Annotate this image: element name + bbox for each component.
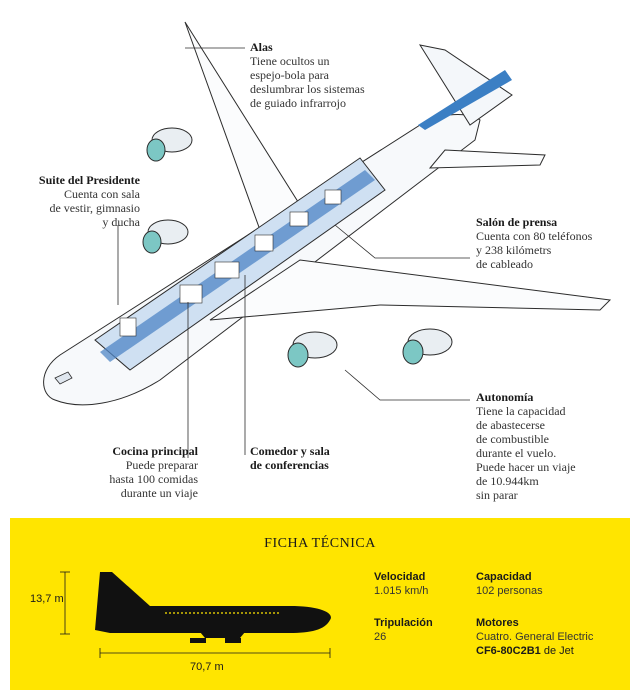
callout-cocina-title: Cocina principal	[112, 444, 198, 458]
callout-suite-title: Suite del Presidente	[38, 173, 140, 187]
callout-salon: Salón de prensa Cuenta con 80 teléfonos …	[476, 215, 592, 271]
plane-silhouette-icon	[60, 571, 331, 658]
tail-fin	[418, 44, 513, 126]
callout-autonomia: Autonomía Tiene la capacidad de abastece…	[476, 390, 576, 502]
callout-comedor: Comedor y sala de conferencias	[250, 444, 330, 472]
engine-1	[146, 127, 193, 162]
spec-tripulacion-label: Tripulación	[374, 617, 433, 629]
spec-motores-label: Motores	[476, 617, 519, 629]
spec-motores-model-bold: CF6-80C2B1	[476, 645, 541, 657]
technical-sheet-title: FICHA TÉCNICA	[264, 536, 376, 551]
airplane-cutaway-diagram	[43, 21, 612, 458]
cabin-rooms	[119, 189, 342, 337]
spec-motores: Motores Cuatro. General Electric CF6-80C…	[476, 616, 593, 658]
callout-autonomia-text: Tiene la capacidad de abastecerse de com…	[476, 404, 576, 502]
callout-cocina-text: Puede preparar hasta 100 comidas durante…	[109, 458, 198, 500]
callout-comedor-title: Comedor y sala de conferencias	[250, 444, 330, 472]
horizontal-stabilizer	[428, 149, 546, 169]
engines	[142, 127, 453, 368]
spec-capacidad-value: 102 personas	[476, 585, 543, 597]
callout-alas-title: Alas	[250, 40, 273, 54]
spec-velocidad-label: Velocidad	[374, 571, 426, 583]
callout-salon-text: Cuenta con 80 teléfonos y 238 kilómetrs …	[476, 229, 593, 271]
cockpit-window	[54, 371, 73, 385]
engine-4	[402, 328, 453, 365]
spec-velocidad: Velocidad 1.015 km/h	[374, 570, 428, 598]
engine-3	[287, 331, 338, 368]
spec-velocidad-value: 1.015 km/h	[374, 585, 429, 597]
technical-sheet-panel: FICHA TÉCNICA 13,7 m 70,7 m Velocidad 1.…	[10, 518, 630, 690]
spec-motores-model-rest: de Jet	[540, 645, 574, 657]
spec-capacidad: Capacidad 102 personas	[476, 570, 543, 598]
callout-suite-text: Cuenta con sala de vestir, gimnasio y du…	[49, 187, 140, 229]
plane-silhouette	[95, 572, 331, 633]
tail-fin-stripe	[418, 70, 512, 130]
callout-salon-title: Salón de prensa	[476, 215, 558, 229]
spec-tripulacion: Tripulación 26	[374, 616, 433, 644]
leader-lines	[117, 47, 470, 458]
spec-capacidad-label: Capacidad	[476, 571, 532, 583]
spec-tripulacion-value: 26	[374, 631, 387, 643]
callout-alas-text: Tiene ocultos un espejo-bola para deslum…	[250, 54, 365, 110]
lower-wing	[209, 259, 612, 321]
height-label: 13,7 m	[30, 593, 64, 605]
engine-2	[142, 219, 189, 254]
callout-alas: Alas Tiene ocultos un espejo-bola para d…	[250, 40, 365, 110]
length-label: 70,7 m	[190, 661, 224, 673]
spec-motores-model: CF6-80C2B1 de Jet	[476, 644, 593, 658]
spec-motores-value: Cuatro. General Electric	[476, 631, 594, 643]
callout-suite: Suite del Presidente Cuenta con sala de …	[10, 173, 140, 229]
callout-autonomia-title: Autonomía	[476, 390, 534, 404]
callout-cocina: Cocina principal Puede preparar hasta 10…	[60, 444, 198, 500]
